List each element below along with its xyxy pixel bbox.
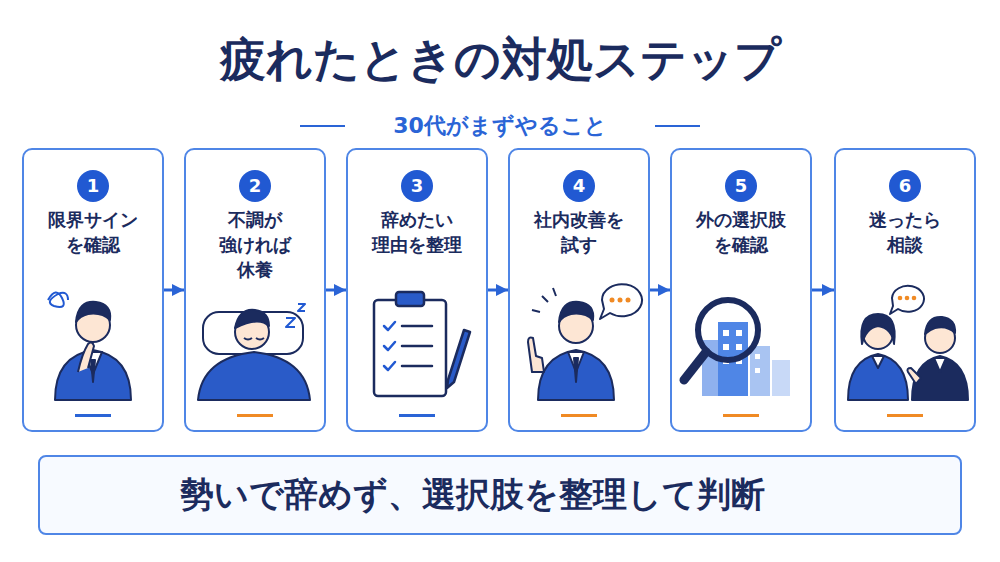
accent-bars [75,414,923,417]
step-number: 4 [563,170,595,202]
step-number: 6 [889,170,921,202]
node-text: 辞めたい 理由を整理 [367,208,467,258]
subtitle-dash [655,125,700,127]
step-number: 2 [239,170,271,202]
node-text: 社内改善を 試す [529,208,629,258]
node-text: 6 [899,177,912,195]
subtitle-dash [300,125,345,127]
title: 疲れたときの対処ステップ [0,32,1000,87]
subtitle-text: 30代がまずやること [389,113,611,138]
subtitle: 30代がまずやること [0,112,1000,141]
step-card: 迷ったら 相談 6 [834,148,976,432]
suggesting-person-icon [528,284,642,400]
consultation-icon [848,286,968,400]
node-text: 2 [249,177,262,195]
flow-arrow [488,289,508,292]
node-text: 限界サイン を確認 [43,208,143,258]
step-card: 不調が 強ければ 休養 2 [184,148,326,432]
summary-banner: 勢いで辞めず、選択肢を整理して判断 [38,455,962,535]
node-text: 勢いで辞めず、選択肢を整理して判断 [180,472,765,518]
flow-arrow [326,289,346,292]
checklist-icon [374,292,470,396]
flow-arrow [650,289,670,292]
step-card: 社内改善を 試す 4 [508,148,650,432]
search-buildings-icon [684,300,790,396]
step-number: 1 [77,170,109,202]
flow-arrow [812,289,834,292]
step-number: 5 [725,170,757,202]
node-text: 5 [735,177,748,195]
node-text: 迷ったら 相談 [855,208,955,258]
node-text: 3 [411,177,424,195]
step-card: 辞めたい 理由を整理 3 [346,148,488,432]
node-text: 外の選択肢 を確認 [691,208,791,258]
worried-person-icon [48,292,131,400]
step-card: 限界サイン を確認 1 [22,148,164,432]
node-text: 4 [573,177,586,195]
step-number: 3 [401,170,433,202]
flow-arrow [164,289,184,292]
step-card: 外の選択肢 を確認 5 [670,148,812,432]
node-text: 不調が 強ければ 休養 [205,208,305,282]
sleeping-person-icon [198,304,310,400]
node-text: 1 [87,177,100,195]
